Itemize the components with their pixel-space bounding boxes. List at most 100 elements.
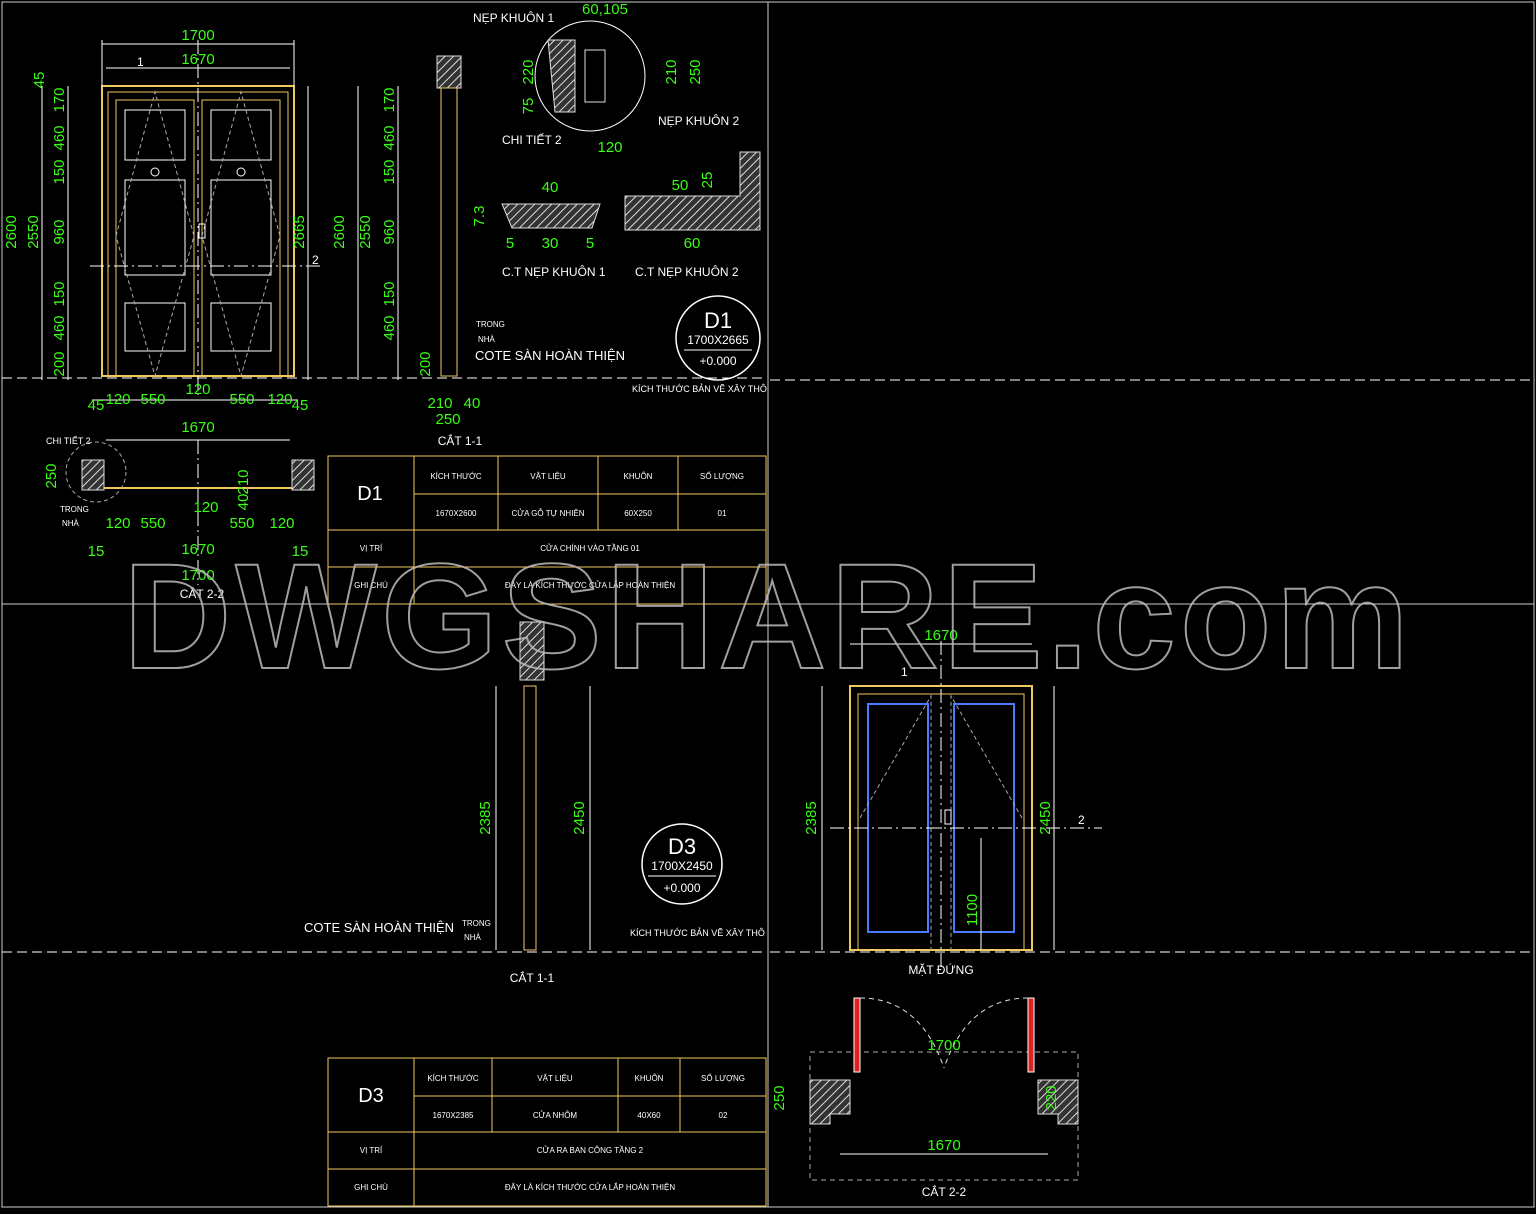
d1-dim-c75: 75 [520,98,537,115]
d3-sec-height: 2385 [477,801,494,834]
d1-td-frame: 60X250 [624,509,652,518]
d3-td-note: ĐÂY LÀ KÍCH THƯỚC CỬA LẮP HOÀN THIỆN [505,1183,675,1192]
d1-dim-b550: 550 [140,391,165,408]
d1-dim-150: 150 [51,159,68,184]
d1-dim-b1670: 1670 [181,419,214,436]
d1-plan-inside1: TRONG [60,505,89,514]
d1-dim-s460: 460 [381,125,398,150]
d1-td-qty: 01 [718,509,727,518]
d1-ct-trim1: C.T NẸP KHUÔN 1 [502,264,606,279]
d3-td-frame: 40X60 [637,1111,661,1120]
d1-dim-170: 170 [51,87,68,112]
d1-th-frame: KHUÔN [624,472,653,481]
d1-plan-1670: 1670 [181,541,214,558]
d3-th-material: VẬT LIỆU [537,1074,573,1083]
d1-badge-size: 1700X2665 [687,333,749,347]
d1-mark-2: 2 [312,253,319,267]
d1-trim-details [501,151,761,231]
d1-plan [65,440,315,585]
d1-dim-b45: 45 [88,397,105,414]
d1-detail2 [534,20,646,132]
d1-dim-b120r: 120 [267,391,292,408]
d1-dim-n30: 30 [542,235,559,252]
aluminium-door-panels: 167012600266511002MẶT ĐỨNG26002665CẮT 1-… [2,379,1534,1207]
d3-inside1: TRONG [462,919,491,928]
d3-td-size: 1670X2385 [433,1111,474,1120]
d2-elevation [770,379,1534,381]
d1-plan-120: 120 [105,515,130,532]
d1-dim-h2665: 2665 [291,215,308,248]
d1-row-position: VỊ TRÍ [360,544,383,553]
d3-dim-total: 2450 [1037,801,1054,834]
d1-badge-level: +0.000 [699,354,736,368]
d1-plan-inside2: NHÀ [62,519,80,528]
d3-badge-size: 1700X2450 [651,859,713,873]
d1-th-material: VẬT LIỆU [530,472,566,481]
d3-dim-handle: 1100 [964,894,981,926]
d3-sec-total: 2450 [571,801,588,834]
watermark-logo: DWGSHARE.com [123,532,1413,700]
d1-row-note: GHI CHÚ [354,581,388,590]
d1-table [327,455,767,605]
d1-ct-trim2: C.T NẸP KHUÔN 2 [635,264,739,279]
d3-section [495,621,591,951]
d1-dim-460b: 460 [51,315,68,340]
d1-trim1: NẸP KHUÔN 1 [473,10,554,25]
d1-elevation [2,40,766,395]
d1-dim-c105: 60,105 [582,1,628,18]
d1-plan-120r: 120 [269,515,294,532]
d1-badge-code: D1 [704,308,732,333]
d1-dim-b45r: 45 [292,397,309,414]
d1-td-position: CỬA CHÍNH VÀO TẦNG 01 [540,543,640,553]
d1-th-qty: SỐ LƯỢNG [700,471,744,481]
d4-elevation [770,951,1534,953]
d1-dim-c120: 120 [597,139,622,156]
d3-plan-1700: 1700 [927,1037,960,1054]
d1-dim-s150: 150 [381,159,398,184]
d3-dim-height: 2385 [803,801,820,834]
d3-td-position: CỬA RA BAN CÔNG TẦNG 2 [537,1145,644,1155]
d1-dim-n40: 40 [542,179,559,196]
d1-plan-550: 550 [140,515,165,532]
d3-row-note: GHI CHÚ [354,1183,388,1192]
d1-dim-s210: 210 [427,395,452,412]
d3-th-frame: KHUÔN [635,1074,664,1083]
d1-mark-1: 1 [137,55,144,69]
d1-dim-s250: 250 [435,411,460,428]
d1-detail2-label: CHI TIẾT 2 [502,132,562,147]
d1-rough-note: KÍCH THƯỚC BẢN VẼ XÂY THÔ [632,383,767,394]
d3-mark-2: 2 [1078,813,1085,827]
d1-dim-c250: 250 [687,59,704,84]
d1-dim-w1700: 1700 [181,27,214,44]
d1-section22: CẮT 2-2 [180,586,225,601]
d1-dimensions [41,40,462,441]
d1-dim-c220: 220 [520,59,537,84]
d1-plan-120c: 120 [193,499,218,516]
d3-plan-220: 220 [1043,1085,1060,1110]
d3-inside2: NHÀ [464,933,482,942]
d1-dim-m60: 60 [684,235,701,252]
d1-dim-w1670: 1670 [181,51,214,68]
d1-dim-h2550: 2550 [25,215,42,248]
d3-plan-250: 250 [771,1085,788,1110]
d3-elevation [2,641,1102,970]
d3-row-position: VỊ TRÍ [360,1146,383,1155]
d1-inside1: TRONG [476,320,505,329]
d1-section11: CẮT 1-1 [438,433,483,448]
d1-table-code: D1 [357,483,383,505]
d1-dim-45: 45 [31,72,48,89]
d1-plan-40: 40 [235,494,252,511]
d1-dim-s2550: 2550 [357,215,374,248]
d1-plan-1700: 1700 [181,567,214,584]
d1-dim-960: 960 [51,219,68,244]
d3-table-code: D3 [358,1085,384,1107]
d1-plan-15: 15 [88,543,105,560]
d1-plan-detail2: CHI TIẾT 2 [46,436,91,446]
d1-plan-15r: 15 [292,543,309,560]
d1-inside2: NHÀ [478,335,496,344]
d1-dim-h2600: 2600 [3,215,20,248]
d3-rough-note: KÍCH THƯỚC BẢN VẼ XÂY THÔ [630,927,765,938]
d1-dim-s170: 170 [381,87,398,112]
d1-dim-b120: 120 [105,391,130,408]
